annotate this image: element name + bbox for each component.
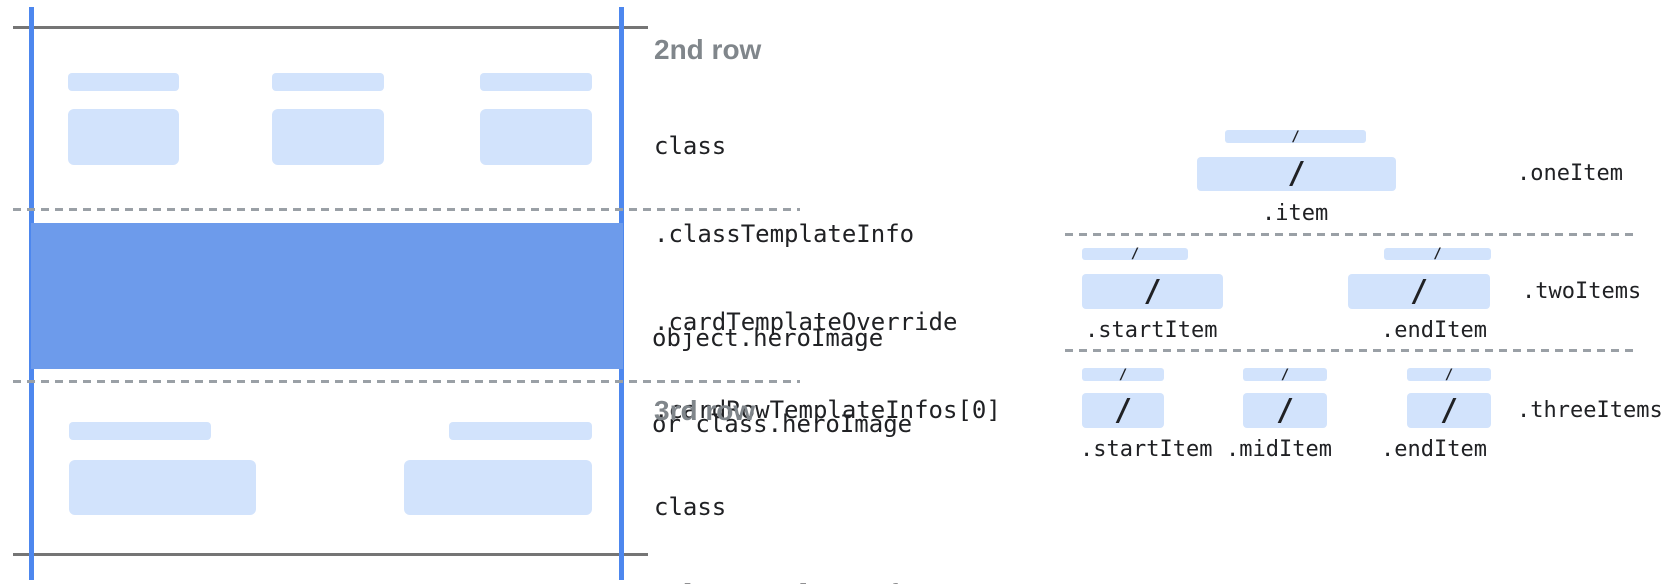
start-item-label-placeholder: /	[1082, 246, 1188, 262]
divider-slash: /	[1439, 392, 1459, 428]
code-line: or class.heroImage	[652, 410, 913, 438]
code-line: .cardTemplateOverride	[654, 308, 958, 336]
end-item-value-placeholder: /	[1348, 274, 1490, 309]
row2-col3-value-placeholder	[480, 109, 592, 165]
divider-slash: /	[1130, 246, 1140, 262]
row2-hero-dashed-divider	[13, 208, 800, 211]
mid-item-value-placeholder: /	[1243, 393, 1327, 428]
start-item-field-label: .startItem	[1080, 437, 1213, 462]
divider-slash: /	[1291, 128, 1300, 145]
end-item-field-label: .endItem	[1381, 318, 1487, 343]
two-items-group-label: .twoItems	[1522, 279, 1642, 304]
divider-slash: /	[1409, 273, 1429, 309]
end-item-label-placeholder: /	[1407, 366, 1491, 383]
row2-col3-label-placeholder	[480, 73, 592, 91]
row3-col1-value-placeholder	[69, 460, 256, 515]
mid-item-label-placeholder: /	[1243, 366, 1327, 383]
item-label-placeholder: /	[1225, 128, 1366, 145]
code-line: .classTemplateInfo	[654, 220, 915, 248]
start-item-value-placeholder: /	[1082, 393, 1164, 428]
code-line: class	[654, 493, 727, 521]
row3-col2-label-placeholder	[449, 422, 592, 440]
mid-item-field-label: .midItem	[1226, 437, 1332, 462]
start-item-value-placeholder: /	[1082, 274, 1223, 309]
divider-slash: /	[1275, 392, 1295, 428]
end-item-value-placeholder: /	[1407, 393, 1491, 428]
hero-image-placeholder	[31, 223, 623, 369]
row2-col1-value-placeholder	[68, 109, 179, 165]
row2-col2-label-placeholder	[272, 73, 384, 91]
hero-field-path: object.heroImage or class.heroImage	[652, 267, 912, 495]
code-line: .cardRowTemplateInfos[0]	[654, 396, 1001, 424]
one-item-group-label: .oneItem	[1517, 161, 1623, 186]
divider-slash: /	[1118, 366, 1128, 383]
one-two-dashed-divider	[1065, 233, 1637, 236]
card-bottom-boundary-line	[13, 553, 648, 556]
row3-field-path: class .classTemplateInfo .cardTemplateOv…	[654, 436, 1001, 584]
divider-slash: /	[1287, 156, 1306, 191]
end-item-field-label: .endItem	[1381, 437, 1487, 462]
divider-slash: /	[1433, 246, 1442, 262]
item-field-label: .item	[1262, 201, 1329, 226]
row3-col2-value-placeholder	[404, 460, 592, 515]
code-line: .classTemplateInfo	[654, 579, 1001, 584]
row2-heading: 2nd row	[654, 34, 762, 65]
divider-slash: /	[1143, 273, 1162, 309]
row2-field-path: class .classTemplateInfo .cardTemplateOv…	[654, 74, 1001, 482]
code-line: class	[654, 132, 727, 160]
card-top-boundary-line	[13, 26, 648, 29]
divider-slash: /	[1280, 366, 1290, 383]
two-three-dashed-divider	[1065, 349, 1637, 352]
item-value-placeholder: /	[1197, 157, 1396, 191]
three-items-group-label: .threeItems	[1517, 398, 1663, 423]
code-line: object.heroImage	[652, 324, 884, 352]
divider-slash: /	[1444, 366, 1454, 383]
row2-col1-label-placeholder	[68, 73, 179, 91]
start-item-field-label: .startItem	[1085, 318, 1218, 343]
row3-col1-label-placeholder	[69, 422, 211, 440]
row2-col2-value-placeholder	[272, 109, 384, 165]
start-item-label-placeholder: /	[1082, 366, 1164, 383]
divider-slash: /	[1113, 392, 1133, 428]
hero-row3-dashed-divider	[13, 380, 800, 383]
end-item-label-placeholder: /	[1384, 246, 1491, 262]
row3-heading: 3rd row	[654, 395, 756, 426]
